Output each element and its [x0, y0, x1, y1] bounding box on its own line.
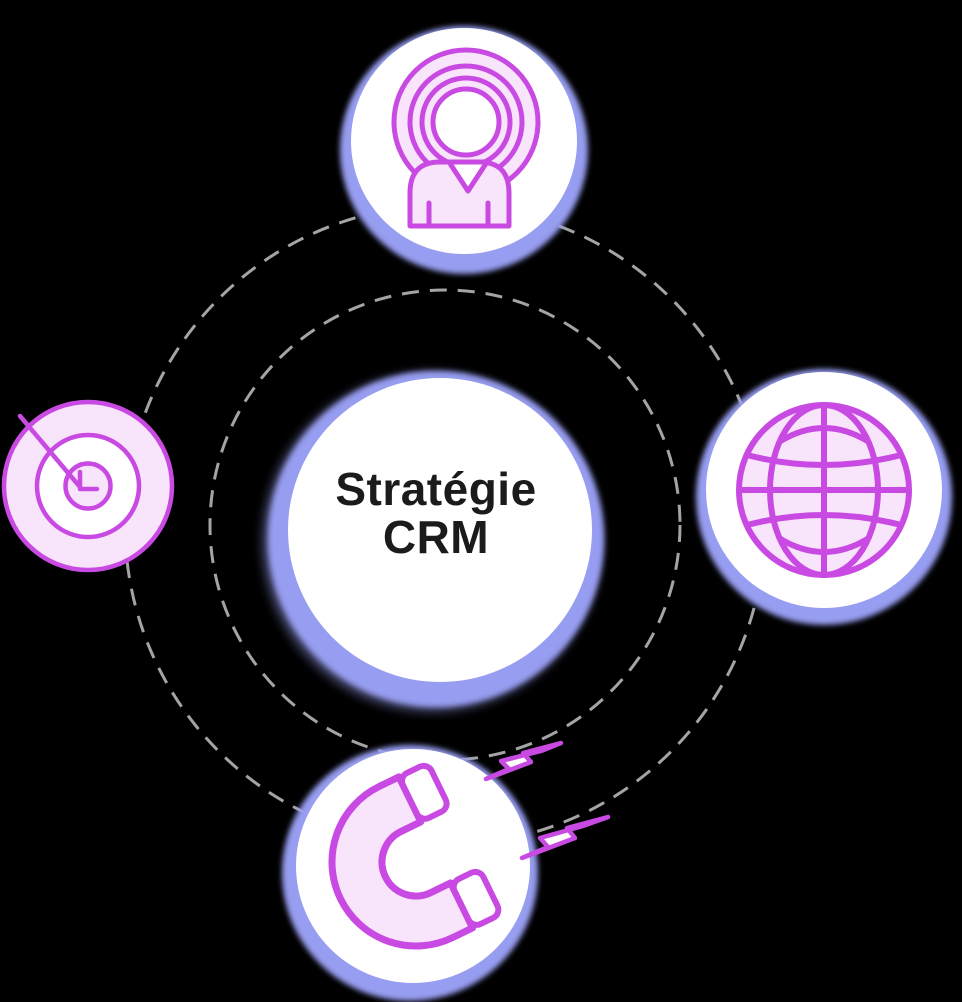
target-arrow-shaft: [17, 413, 83, 490]
globe-parallel-upper: [746, 452, 902, 468]
target-node: [1, 399, 175, 573]
globe-parallel-bottom: [777, 535, 871, 555]
magnet-icon: [328, 762, 502, 950]
target-arrow-icon: [1, 399, 175, 573]
center-title-line2: CRM: [382, 511, 490, 563]
globe-node: [696, 369, 952, 625]
magnet-node: [282, 745, 538, 1001]
center-node: [262, 371, 604, 712]
globe-parallel-lower: [746, 512, 902, 528]
target-bullseye: [63, 461, 113, 511]
person-head: [430, 86, 502, 158]
person-collar: [446, 159, 490, 194]
magnet-pole-bottom: [450, 868, 502, 928]
center-title-line1: Stratégie: [335, 463, 537, 515]
globe-parallel-top: [777, 425, 871, 445]
center-node-circle: [288, 378, 592, 682]
target-arrow-head: [77, 469, 100, 492]
lightning-bolt-icon: [519, 814, 611, 861]
lightning-bolts: [483, 740, 611, 861]
lightning-bolt-icon: [483, 740, 564, 782]
magnet-body: [328, 773, 477, 950]
globe-icon: [736, 402, 912, 578]
audience-node: [340, 26, 588, 274]
person-broadcast-icon: [391, 47, 541, 229]
center-node-label: Stratégie CRM: [236, 465, 636, 561]
magnet-pole-top: [398, 762, 450, 822]
